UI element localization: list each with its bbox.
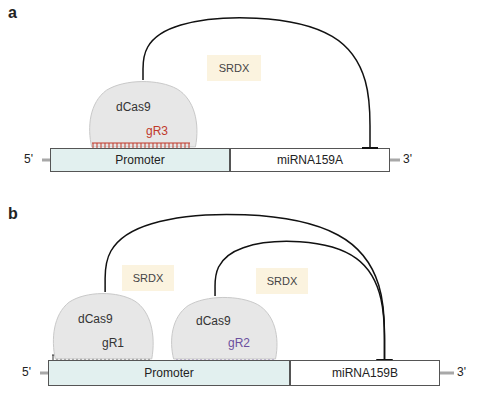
protein-outline: [168, 296, 280, 360]
protein-name: dCas9: [116, 100, 151, 114]
guide-rna-name: gR3: [146, 124, 168, 138]
promoter-region: Promoter: [50, 148, 230, 172]
strand-end: 5': [24, 152, 33, 166]
region-name: SRDX: [219, 61, 250, 75]
srdx-domain: SRDX: [256, 268, 308, 294]
region-name: Promoter: [115, 153, 164, 167]
region-name: SRDX: [267, 274, 298, 288]
dcas9-protein: dCas9 gR2: [168, 296, 280, 360]
region-name: miRNA159A: [277, 153, 343, 167]
srdx-domain: SRDX: [122, 265, 174, 291]
gene-region: miRNA159A: [230, 148, 390, 172]
panel-letter: a: [8, 4, 17, 22]
promoter-region: Promoter: [48, 360, 290, 386]
region-name: miRNA159B: [332, 366, 398, 380]
gene-region: miRNA159B: [290, 360, 440, 386]
panel-letter: b: [8, 205, 18, 223]
dcas9-protein: dCas9 gR1: [50, 292, 156, 360]
protein-outline: [86, 80, 200, 148]
guide-rna-name: gR1: [102, 336, 124, 350]
strand-end: 5': [22, 365, 31, 379]
guide-rna-name: gR2: [228, 336, 250, 350]
protein-name: dCas9: [196, 314, 231, 328]
protein-name: dCas9: [78, 312, 113, 326]
region-name: Promoter: [144, 366, 193, 380]
strand-end: 3': [457, 365, 466, 379]
dcas9-protein: dCas9 gR3: [86, 80, 200, 148]
strand-end: 3': [403, 152, 412, 166]
srdx-domain: SRDX: [207, 55, 261, 81]
region-name: SRDX: [133, 271, 164, 285]
